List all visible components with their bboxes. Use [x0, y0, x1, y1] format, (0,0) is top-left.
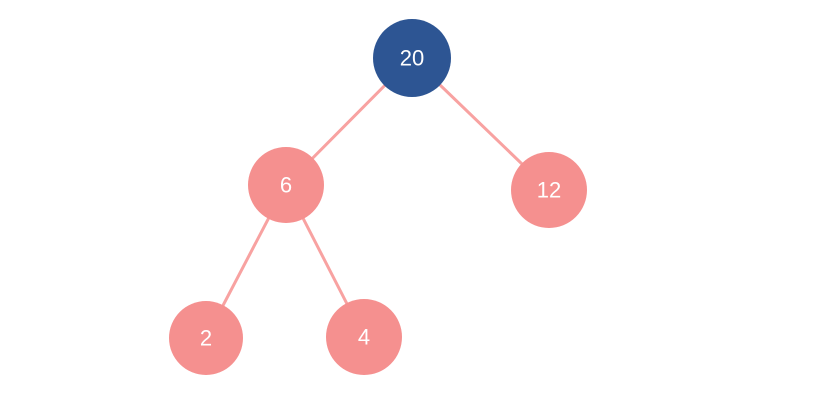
- tree-node-circle-12: [511, 152, 587, 228]
- tree-node-12: 12: [511, 152, 587, 228]
- tree-node-2: 2: [169, 301, 243, 375]
- tree-node-label: 12: [537, 178, 561, 203]
- tree-node-circle-4: [326, 299, 402, 375]
- tree-node-label: 20: [400, 46, 424, 71]
- tree-node-label: 2: [200, 326, 212, 351]
- tree-node-6: 6: [248, 147, 324, 223]
- tree-node-label: 4: [358, 325, 370, 350]
- tree-node-4: 4: [326, 299, 402, 375]
- tree-node-circle-20: [373, 19, 451, 97]
- tree-node-20: 20: [373, 19, 451, 97]
- tree-node-label: 6: [280, 173, 292, 198]
- tree-node-circle-2: [169, 301, 243, 375]
- tree-node-circle-6: [248, 147, 324, 223]
